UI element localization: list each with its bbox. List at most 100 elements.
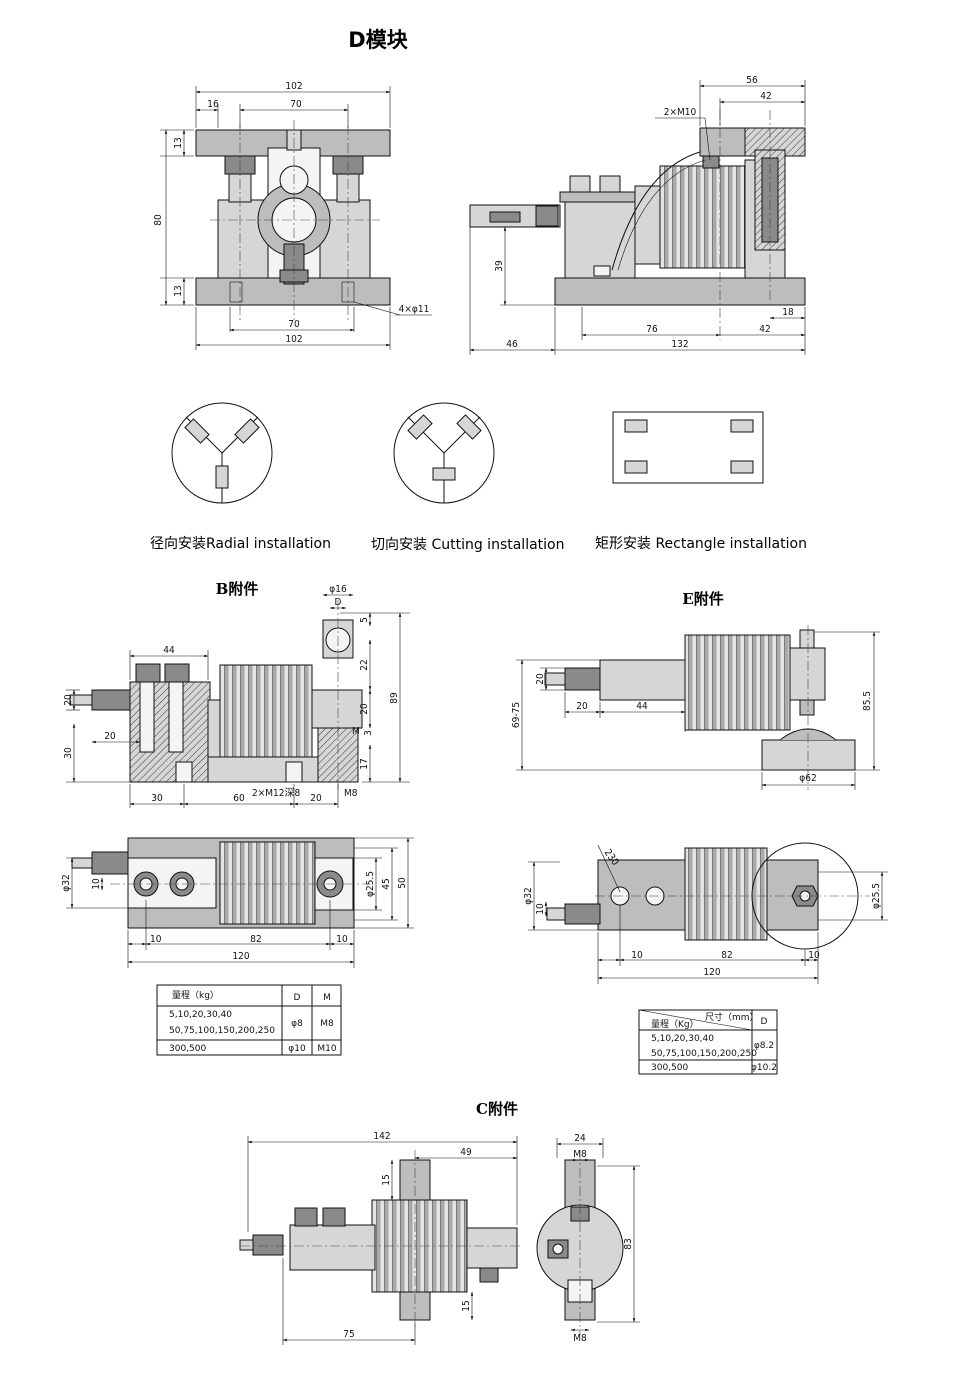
c-part-end-view [536, 1150, 624, 1335]
e-dim-44: 44 [636, 701, 648, 712]
c-part-end-dims: 24 M8 83 M8 [556, 1133, 640, 1344]
e-dim-d62: φ62 [799, 773, 816, 784]
b-dim-10-right: 10 [336, 934, 348, 945]
b-dim-2xM12: 2×M12深8 [252, 787, 300, 799]
dim-42-top: 42 [760, 91, 771, 102]
e-dim-10-v: 10 [535, 903, 546, 915]
b-dim-M: M [352, 726, 360, 737]
b-dim-45: 45 [381, 878, 392, 889]
b-part-side-dims: 44 φ16 D 89 5 22 20 3 M 17 20 30 20 30 [63, 584, 410, 808]
e-dim-d32: φ32 [523, 887, 534, 904]
b-dim-20-bottom: 20 [310, 793, 322, 804]
d-module-side-dims: 56 42 2×M10 46 132 76 42 18 39 [469, 75, 806, 355]
e-table-row1-range: 5,10,20,30,40 [651, 1034, 714, 1044]
b-dim-3: 3 [363, 730, 374, 736]
dim-4-holes: 4×φ11 [399, 304, 430, 315]
rectangle-installation-label: 矩形安装 Rectangle installation [595, 536, 807, 552]
dim-56: 56 [746, 75, 758, 86]
e-table-header-size: 尺寸（mm） [705, 1011, 759, 1023]
b-part-title: B附件 [216, 580, 259, 598]
e-table-header-D: D [761, 1017, 768, 1027]
dim-39: 39 [494, 260, 505, 272]
b-dim-22: 22 [359, 659, 370, 670]
b-dim-17: 17 [359, 758, 370, 769]
b-table-row2-range: 50,75,100,150,200,250 [169, 1026, 275, 1036]
b-part-top-view [71, 837, 370, 929]
b-dim-30-left: 30 [63, 747, 74, 759]
b-dim-89: 89 [389, 692, 400, 704]
d-module-front-dims: 102 16 70 80 13 13 4×φ11 70 102 [153, 81, 432, 350]
b-dim-44: 44 [163, 645, 175, 656]
b-dim-5: 5 [359, 617, 370, 623]
e-table-header-range: 量程（Kg） [651, 1019, 699, 1030]
e-part-side-view [544, 625, 856, 790]
b-part-side-view [69, 600, 363, 790]
e-dim-82: 82 [721, 950, 732, 961]
e-table-row3-D: φ10.2 [751, 1063, 777, 1073]
e-part-top-view [546, 842, 870, 950]
dim-76: 76 [646, 324, 658, 335]
b-table-row3-range: 300,500 [169, 1044, 206, 1054]
e-dim-120: 120 [703, 967, 720, 978]
c-dim-142: 142 [373, 1131, 390, 1142]
c-dim-24: 24 [574, 1133, 586, 1144]
d-module-side-view [469, 110, 806, 340]
b-dim-10-v: 10 [91, 878, 102, 890]
dim-102-top: 102 [285, 81, 302, 92]
c-part-side-view [239, 1150, 520, 1330]
c-dim-83: 83 [623, 1238, 634, 1249]
b-dim-d32: φ32 [61, 874, 72, 891]
e-dim-10-right: 10 [808, 950, 820, 961]
c-dim-M8-top: M8 [573, 1149, 587, 1160]
b-dim-20-left: 20 [63, 694, 74, 706]
c-dim-15-top: 15 [381, 1174, 392, 1185]
b-table-header-range: 量程（kg） [172, 990, 219, 1001]
rectangle-installation-diagram [612, 411, 764, 484]
b-dim-d255: φ25.5 [365, 871, 376, 897]
b-dim-d16: φ16 [329, 584, 347, 595]
e-dim-10-left: 10 [631, 950, 643, 961]
c-dim-75: 75 [343, 1329, 354, 1340]
b-dim-M8: M8 [344, 788, 358, 799]
e-part-side-dims: 20 69-75 20 44 85.5 φ62 [511, 631, 880, 790]
b-dim-82: 82 [250, 934, 261, 945]
c-part-title: C附件 [476, 1100, 518, 1118]
b-table-row2-D: φ8 [291, 1019, 303, 1029]
e-part-top-dims: 230 φ32 10 10 82 10 120 φ25.5 [523, 844, 888, 984]
e-table-row2-range: 50,75,100,150,200,250 [651, 1049, 757, 1059]
main-title: D模块 [348, 28, 408, 52]
b-part-top-dims: φ32 10 φ25.5 45 50 10 82 10 120 [61, 837, 414, 968]
e-dim-20-h: 20 [576, 701, 588, 712]
dim-13-top: 13 [173, 137, 184, 148]
e-dim-20-v: 20 [535, 673, 546, 685]
radial-installation-label: 径向安装Radial installation [150, 536, 331, 552]
b-dim-D: D [335, 597, 342, 608]
c-part-side-dims: 142 49 15 15 75 [247, 1131, 518, 1345]
b-table-row3-D: φ10 [288, 1044, 306, 1054]
e-table-row3-range: 300,500 [651, 1063, 688, 1073]
b-table-header-M: M [323, 993, 331, 1003]
b-table-header-D: D [294, 993, 301, 1003]
b-dim-20-right: 20 [359, 703, 370, 715]
e-part-spec-table: 尺寸（mm） 量程（Kg） D 5,10,20,30,40 50,75,100,… [638, 1009, 778, 1075]
e-part-title: E附件 [682, 590, 723, 608]
dim-18: 18 [782, 307, 794, 318]
cutting-installation-label: 切向安装 Cutting installation [371, 537, 564, 553]
base-plate [554, 277, 806, 306]
c-dim-15-bottom: 15 [461, 1300, 472, 1311]
b-table-row1-range: 5,10,20,30,40 [169, 1010, 232, 1020]
dim-80: 80 [153, 214, 164, 226]
b-dim-120: 120 [232, 951, 249, 962]
dim-42-bottom: 42 [759, 324, 770, 335]
c-dim-M8-bottom: M8 [573, 1333, 587, 1344]
dim-70-top: 70 [290, 99, 302, 110]
dim-13-bottom: 13 [173, 285, 184, 296]
e-table-row2-D: φ8.2 [754, 1041, 774, 1051]
dim-46: 46 [506, 339, 518, 350]
dim-70-bottom: 70 [288, 319, 300, 330]
b-dim-60: 60 [233, 793, 245, 804]
b-part-spec-table: 量程（kg） D M 5,10,20,30,40 50,75,100,150,2… [156, 984, 342, 1056]
dim-102-bottom: 102 [285, 334, 302, 345]
b-dim-10-left: 10 [150, 934, 162, 945]
